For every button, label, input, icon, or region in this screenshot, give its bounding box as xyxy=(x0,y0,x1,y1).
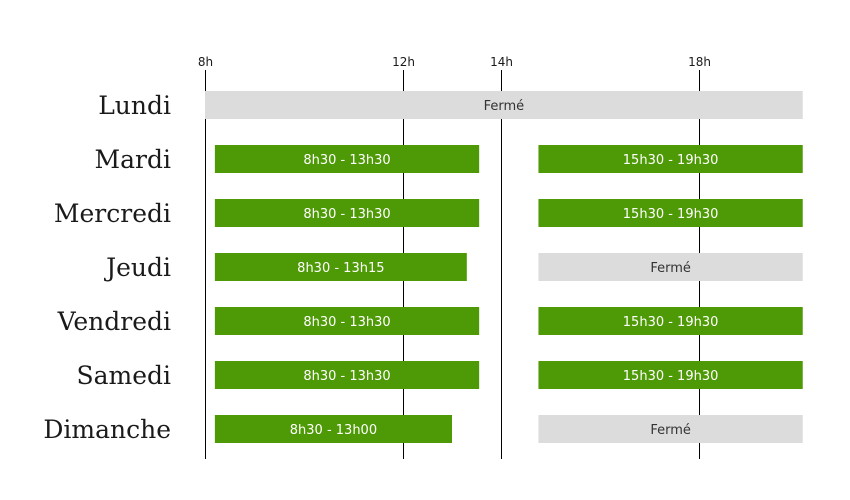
tick-labels: 8h 12h 14h 18h xyxy=(198,55,711,69)
bar-label: 15h30 - 19h30 xyxy=(623,153,719,168)
day-label-dimanche: Dimanche xyxy=(43,415,171,444)
open-bar xyxy=(538,145,803,173)
bar-label: 8h30 - 13h30 xyxy=(303,207,390,222)
bar-label: Fermé xyxy=(650,261,691,276)
day-labels: LundiMardiMercrediJeudiVendrediSamediDim… xyxy=(43,91,171,444)
bar-label: 8h30 - 13h15 xyxy=(297,261,384,276)
open-bar xyxy=(214,199,480,227)
open-bar xyxy=(214,145,480,173)
day-label-lundi: Lundi xyxy=(98,91,171,120)
day-label-jeudi: Jeudi xyxy=(103,253,171,282)
open-bar xyxy=(538,361,803,389)
tick-label: 18h xyxy=(688,55,711,69)
day-label-mardi: Mardi xyxy=(95,145,171,174)
open-bar xyxy=(538,199,803,227)
bar-label: 15h30 - 19h30 xyxy=(623,207,719,222)
bar-label: Fermé xyxy=(650,423,691,438)
tick-label: 14h xyxy=(490,55,513,69)
bars: Fermé 8h30 - 13h30 15h30 - 19h30 8h30 - 13h… xyxy=(205,91,803,443)
bar-label: 8h30 - 13h30 xyxy=(303,369,390,384)
bar-label: 15h30 - 19h30 xyxy=(623,315,719,330)
bar-label: 8h30 - 13h00 xyxy=(290,423,377,438)
tick-label: 8h xyxy=(198,55,213,69)
bar-label: 8h30 - 13h30 xyxy=(303,153,390,168)
open-bar xyxy=(214,307,480,335)
open-bar xyxy=(214,415,452,443)
tick-label: 12h xyxy=(392,55,415,69)
bar-label: 15h30 - 19h30 xyxy=(623,369,719,384)
day-label-mercredi: Mercredi xyxy=(54,199,171,228)
day-label-vendredi: Vendredi xyxy=(57,307,171,336)
day-label-samedi: Samedi xyxy=(76,361,171,390)
bar-label: 8h30 - 13h30 xyxy=(303,315,390,330)
open-bar xyxy=(214,361,480,389)
closed-bar xyxy=(538,415,803,443)
bar-label: Fermé xyxy=(484,99,525,114)
closed-bar xyxy=(205,91,803,119)
open-bar xyxy=(214,253,467,281)
open-bar xyxy=(538,307,803,335)
closed-bar xyxy=(538,253,803,281)
